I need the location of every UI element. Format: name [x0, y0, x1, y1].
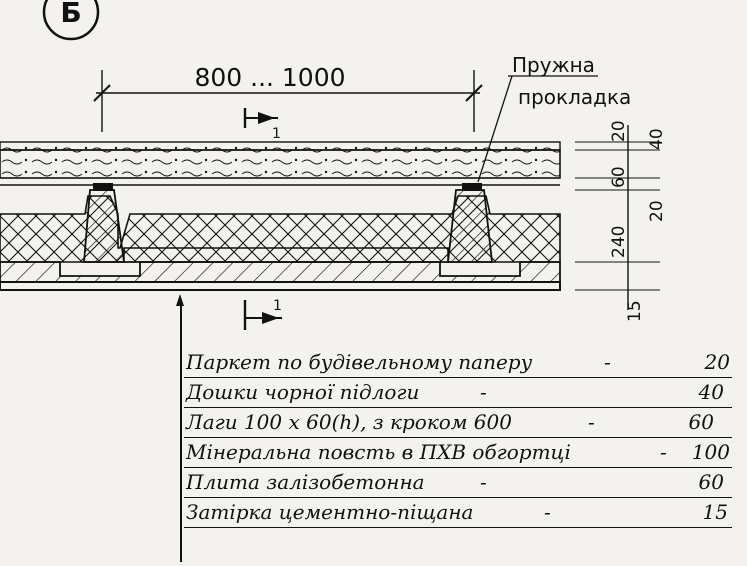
legend-row: Дошки чорної підлоги - 40 — [184, 378, 732, 408]
legend-row-sep: - — [544, 500, 551, 524]
elastic-pad-right — [462, 183, 482, 191]
legend-row-value: 40 — [698, 380, 724, 404]
section-cut-bottom: 1 — [243, 298, 282, 330]
joist-left — [83, 189, 126, 263]
legend-leader-line — [180, 300, 182, 562]
legend-row-value: 60 — [688, 410, 714, 434]
legend-row-label: Мінеральна повсть в ПХВ обгортці — [186, 440, 571, 464]
joist-right — [446, 189, 494, 263]
layer-subfloor-boards — [0, 149, 561, 179]
legend-row: Паркет по будівельному паперу - 20 — [184, 348, 732, 378]
legend-row: Лаги 100 х 60(h), з кроком 600 - 60 — [184, 408, 732, 438]
section-mark-label: Б — [60, 0, 81, 29]
layer-parquet — [0, 141, 561, 151]
legend-row: Плита залізобетонна - 60 — [184, 468, 732, 498]
elastic-pad-left — [93, 183, 113, 191]
legend-row: Затірка цементно-піщана - 15 — [184, 498, 732, 528]
legend-row-label: Дошки чорної підлоги — [186, 380, 420, 404]
section-mark: Б — [42, 0, 100, 41]
span-dimension-label: 800 ... 1000 — [194, 63, 345, 92]
section-cut-top: 1 — [243, 108, 281, 142]
legend-row-sep: - — [480, 380, 487, 404]
callout-elastic-pad: Пружна прокладка — [477, 53, 631, 183]
layer-concrete-slab — [0, 261, 561, 283]
legend-row-sep: - — [480, 470, 487, 494]
legend-row-label: Плита залізобетонна — [186, 470, 425, 494]
layer-legend: Паркет по будівельному паперу - 20 Дошки ч… — [184, 348, 732, 528]
legend-row-value: 15 — [702, 500, 728, 524]
legend-row-label: Лаги 100 х 60(h), з кроком 600 — [186, 410, 512, 434]
dim-20-mid: 20 — [647, 200, 667, 222]
legend-row: Мінеральна повсть в ПХВ обгортці -100 — [184, 438, 732, 468]
section-cut-top-label: 1 — [272, 126, 281, 142]
legend-row-sep: - — [604, 350, 611, 374]
layer-screed — [0, 281, 561, 291]
legend-row-sep: - — [588, 410, 595, 434]
dim-60: 60 — [609, 166, 629, 188]
legend-row-value: 60 — [698, 470, 724, 494]
span-dimension: 800 ... 1000 — [93, 63, 483, 132]
section-cut-bottom-label: 1 — [273, 298, 282, 314]
dim-40: 40 — [647, 128, 667, 150]
legend-row-label: Затірка цементно-піщана — [186, 500, 474, 524]
legend-row-label: Паркет по будівельному паперу — [186, 350, 533, 374]
dim-240: 240 — [609, 226, 629, 258]
legend-row-sep: - — [660, 440, 667, 464]
callout-line2: прокладка — [518, 85, 631, 109]
dim-20-top: 20 — [609, 120, 629, 142]
dim-15: 15 — [625, 300, 645, 322]
callout-line1: Пружна — [512, 53, 595, 77]
legend-row-value: 100 — [691, 440, 730, 464]
thickness-dimensions: 20 40 60 20 240 15 — [575, 120, 667, 322]
legend-row-value: 20 — [704, 350, 730, 374]
